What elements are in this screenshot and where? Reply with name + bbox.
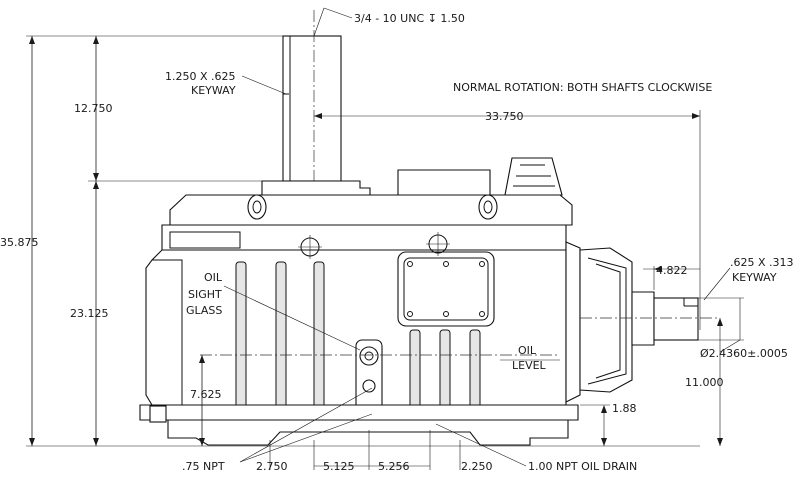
oil-drain-label: 1.00 NPT OIL DRAIN [528,460,637,473]
npt-label: .75 NPT [182,460,225,473]
dimension-lines [26,7,744,470]
annotations: 3/4 - 10 UNC ↧ 1.50 1.250 X .625 KEYWAY … [0,12,794,473]
dim-12750: 12.750 [74,102,113,115]
dim-2250: 2.250 [461,460,493,473]
dim-7625: 7.625 [190,388,222,401]
dim-23125: 23.125 [70,307,109,320]
dim-33750: 33.750 [485,110,524,123]
dim-188: 1.88 [612,402,637,415]
right-keyway-size: .625 X .313 [730,256,794,269]
oil-level-line1: OIL [518,344,537,357]
oil-sight-line1: OIL [204,271,223,284]
top-keyway-label: KEYWAY [191,84,236,97]
oil-level-line2: LEVEL [512,359,547,372]
dim-2750: 2.750 [256,460,288,473]
oil-sight-line2: SIGHT [188,288,222,301]
shaft-diameter: Ø2.4360±.0005 [700,347,788,360]
right-keyway-label: KEYWAY [732,271,777,284]
dim-35875: 35.875 [0,236,39,249]
rotation-note: NORMAL ROTATION: BOTH SHAFTS CLOCKWISE [453,81,712,94]
dim-5256: 5.256 [378,460,410,473]
oil-sight-line3: GLASS [186,304,222,317]
dimension-arrows [29,36,723,446]
dim-4822: 4.822 [656,264,688,277]
top-keyway-size: 1.250 X .625 [165,70,236,83]
gearbox-housing [139,10,720,446]
dim-11000: 11.000 [685,376,724,389]
dim-5125: 5.125 [323,460,355,473]
thread-callout: 3/4 - 10 UNC ↧ 1.50 [354,12,465,25]
